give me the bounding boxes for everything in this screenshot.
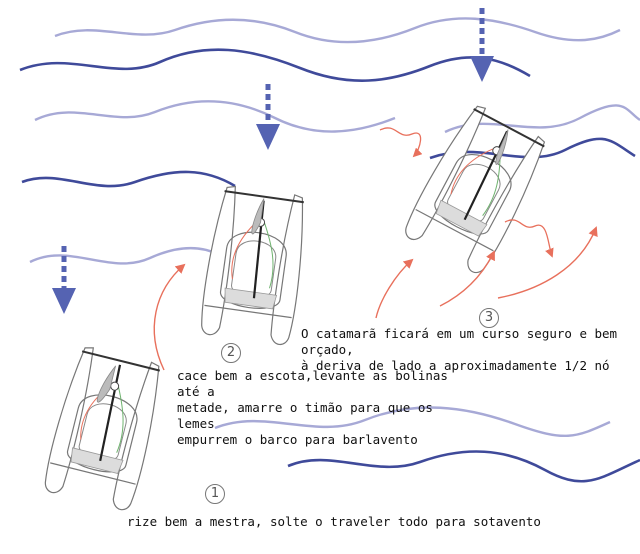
wave-line [21, 170, 236, 188]
wave-line [34, 100, 396, 133]
step-1-caption: rize bem a mestra, solte o traveler todo… [127, 514, 541, 529]
step-number-3: 3 [479, 308, 499, 328]
step-2-caption: cace bem a escota,levante as bolinas até… [177, 368, 448, 447]
wave-line [54, 17, 621, 44]
catamaran-icon [197, 183, 312, 348]
step-number-1: 1 [205, 484, 225, 504]
wind-arrow-icon [256, 84, 280, 150]
catamaran-icon [40, 342, 169, 514]
wave-line [214, 406, 611, 438]
wave-line [287, 450, 640, 483]
wave-line [429, 137, 636, 160]
wind-arrow-icon [470, 8, 494, 82]
wind-arrow-icon [52, 246, 76, 314]
wave-line [444, 104, 640, 134]
drift-arrow-icon [153, 127, 598, 371]
wave-line [19, 48, 531, 82]
water-waves [19, 17, 640, 483]
catamaran-icon [399, 99, 554, 278]
step-number-2: 2 [221, 343, 241, 363]
step-3-caption: O catamarã ficará em um curso seguro e b… [301, 326, 618, 373]
wave-line [29, 246, 231, 265]
